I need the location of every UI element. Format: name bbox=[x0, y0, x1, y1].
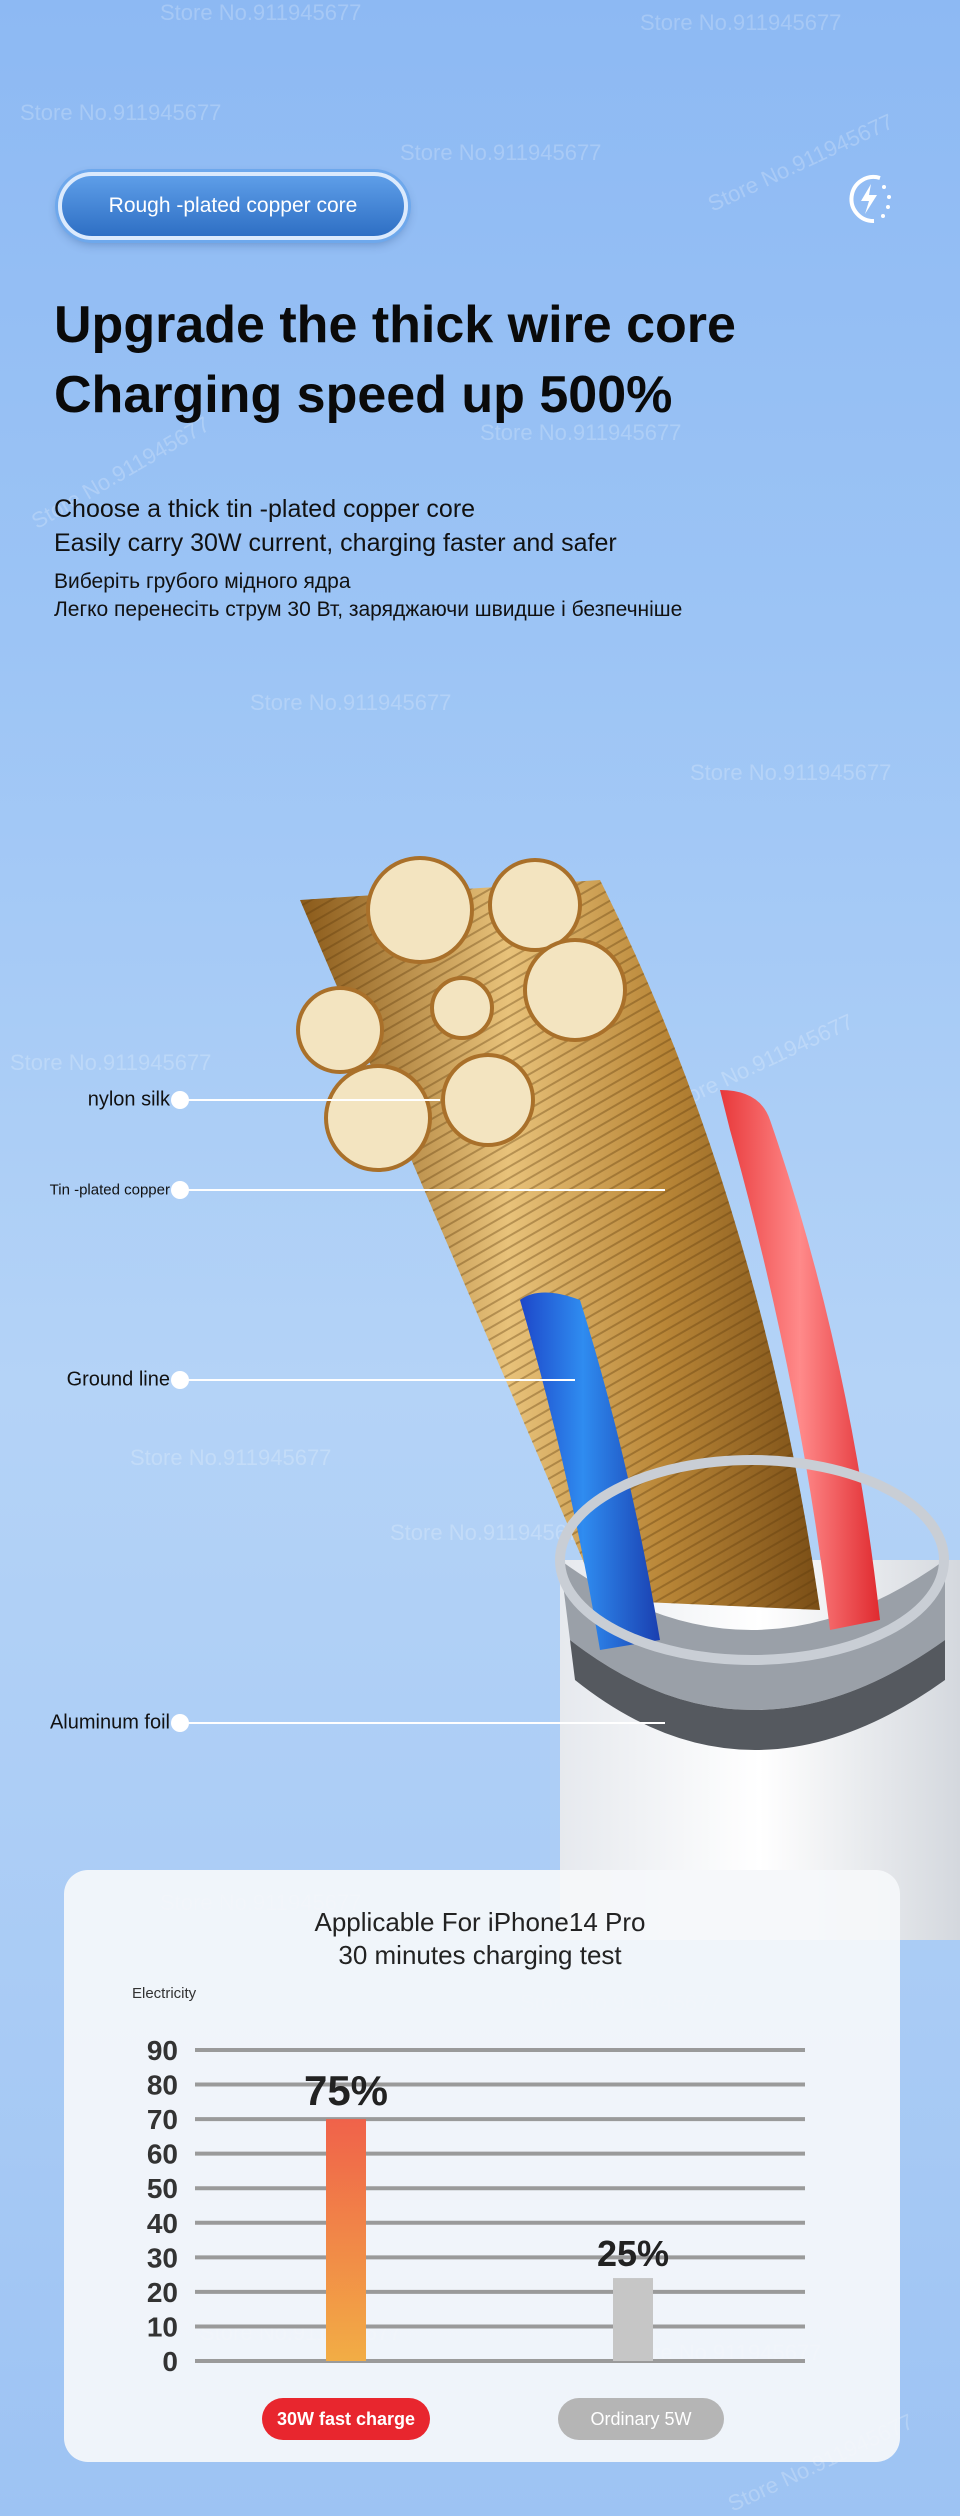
headline-line-2: Charging speed up 500% bbox=[54, 366, 673, 424]
callout-label: Tin -plated copper bbox=[49, 1181, 170, 1199]
y-tick-label: 30 bbox=[147, 2242, 178, 2273]
chart-card bbox=[64, 1870, 900, 2462]
subtitle-ukrainian: Виберіть грубого мідного ядра Легко пере… bbox=[54, 568, 682, 624]
callout-label: Aluminum foil bbox=[49, 1711, 170, 1734]
y-tick-label: 0 bbox=[162, 2346, 178, 2377]
headline-line-1: Upgrade the thick wire core bbox=[54, 296, 736, 354]
subtitle-line-1: Choose a thick tin -plated copper core bbox=[54, 495, 476, 523]
subtitle: Choose a thick tin -plated copper core E… bbox=[54, 492, 617, 560]
subtitle-ua-line-1: Виберіть грубого мідного ядра bbox=[54, 570, 351, 593]
y-tick-label: 90 bbox=[147, 2035, 178, 2066]
headline: Upgrade the thick wire core Charging spe… bbox=[54, 290, 736, 430]
feature-badge-label: Rough -plated copper core bbox=[108, 194, 358, 217]
y-tick-label: 50 bbox=[147, 2173, 178, 2204]
subtitle-line-2: Easily carry 30W current, charging faste… bbox=[54, 529, 617, 557]
data-label: 75% bbox=[304, 2067, 388, 2114]
callout-label: Ground line bbox=[66, 1368, 170, 1391]
y-tick-label: 80 bbox=[147, 2070, 178, 2101]
cable-cross-section-illustration bbox=[296, 856, 960, 1940]
bar bbox=[613, 2278, 653, 2361]
callout-label: nylon silk bbox=[87, 1088, 170, 1111]
feature-badge: Rough -plated copper core bbox=[58, 172, 408, 240]
y-tick-label: 20 bbox=[147, 2277, 178, 2308]
callout-dot bbox=[171, 1714, 189, 1732]
y-tick-label: 60 bbox=[147, 2139, 178, 2170]
y-tick-label: 40 bbox=[147, 2208, 178, 2239]
callout-dot bbox=[171, 1181, 189, 1199]
callout-dot bbox=[171, 1371, 189, 1389]
y-tick-label: 10 bbox=[147, 2311, 178, 2342]
chart-title: Applicable For iPhone14 Pro bbox=[314, 1907, 646, 1937]
y-axis-label: Electricity bbox=[132, 1985, 197, 2002]
bar bbox=[326, 2119, 366, 2361]
ordinary-legend-button: Ordinary 5W bbox=[558, 2398, 724, 2440]
subtitle-ua-line-2: Легко перенесіть струм 30 Вт, заряджаючи… bbox=[54, 598, 683, 621]
fast-charge-bolt-icon bbox=[849, 175, 891, 224]
fast-charge-legend-button: 30W fast charge bbox=[262, 2398, 430, 2440]
y-tick-label: 70 bbox=[147, 2104, 178, 2135]
data-label: 25% bbox=[597, 2233, 669, 2274]
callout-dot bbox=[171, 1091, 189, 1109]
chart-subtitle: 30 minutes charging test bbox=[338, 1940, 622, 1970]
